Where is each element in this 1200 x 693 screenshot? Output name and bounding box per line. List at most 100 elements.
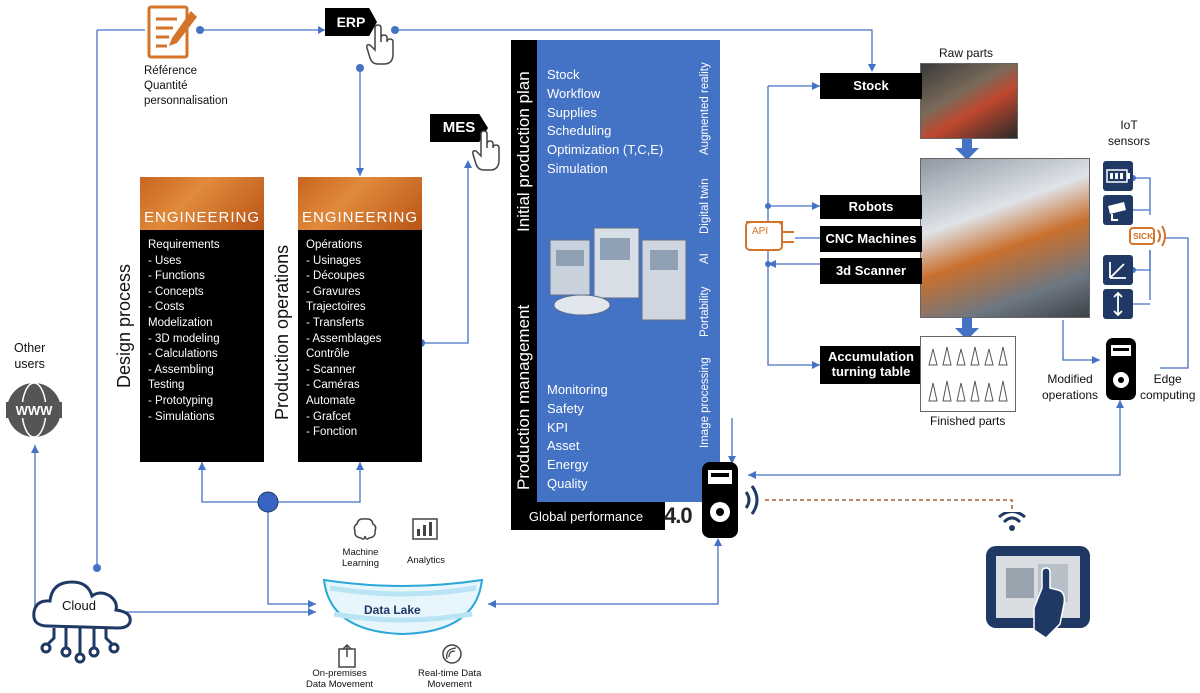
server-upload-icon — [338, 643, 356, 668]
erp-label: ERP — [325, 8, 377, 36]
edge-computing-device-icon — [1106, 338, 1136, 400]
document-edit-icon — [147, 5, 197, 59]
chess-pieces-icon — [928, 346, 1008, 402]
plan-item: Optimization (T,C,E) — [547, 142, 664, 158]
engineering-header: ENGINEERING — [140, 177, 264, 230]
production-management-title: Production management — [514, 304, 533, 490]
reference-line: Quantité — [144, 79, 188, 92]
production-list-item: - Usinages — [306, 254, 361, 267]
stock-block: Stock — [820, 73, 922, 99]
hand-pointer-icon — [472, 130, 500, 171]
plan-item: Simulation — [547, 160, 608, 176]
production-list-item: Contrôle — [306, 348, 350, 361]
design-list-item: Modelization — [148, 316, 213, 329]
machine-illustration — [549, 227, 687, 321]
production-list-item: - Découpes — [306, 270, 365, 283]
production-list-item: - Scanner — [306, 363, 356, 376]
realtime-signal-icon — [442, 644, 462, 664]
design-list-item: - Assembling — [148, 363, 214, 376]
management-item: KPI — [547, 419, 568, 435]
data-lake-shape — [322, 578, 484, 636]
design-list-item: - Simulations — [148, 410, 215, 423]
analytics-label: Analytics — [407, 555, 446, 566]
management-item: Safety — [547, 400, 584, 416]
production-list-item: - Caméras — [306, 379, 360, 392]
side-label-digital-twin: Digital twin — [699, 178, 711, 234]
hand-pointer-icon — [366, 24, 394, 65]
design-list-item: - Concepts — [148, 285, 204, 298]
reference-line: Référence — [144, 65, 198, 77]
management-item: Asset — [547, 438, 580, 454]
svg-text:WWW: WWW — [16, 403, 54, 418]
production-list-item: - Gravures — [306, 285, 361, 298]
production-list-item: - Fonction — [306, 426, 358, 439]
plan-item: Workflow — [547, 85, 601, 101]
engineering-design-panel: ENGINEERING Requirements - Uses - Function… — [140, 177, 264, 462]
industry-badge: 4.0 — [664, 503, 693, 528]
production-list-item: - Transferts — [306, 316, 365, 329]
robots-block: Robots — [820, 195, 922, 219]
side-label-ai: AI — [699, 253, 711, 264]
engineering-header: ENGINEERING — [298, 177, 422, 230]
plan-item: Supplies — [547, 104, 597, 120]
sick-sensor-icon — [1129, 225, 1166, 247]
tablet-touch-icon — [986, 512, 1090, 639]
side-label-portability: Portability — [699, 286, 711, 338]
production-list: Opérations - Usinages - Découpes - Gravures… — [298, 230, 422, 441]
initial-production-plan-title: Initial production plan — [514, 71, 533, 232]
cloud-label: Cloud — [62, 598, 96, 613]
production-list-item: Trajectoires — [306, 301, 366, 314]
globe-www-icon: WWW — [6, 382, 62, 438]
plan-item: Scheduling — [547, 123, 612, 139]
design-list-item: Testing — [148, 379, 185, 392]
design-list-item: - 3D modeling — [148, 332, 220, 345]
reference-line: personnalisation — [144, 94, 228, 107]
design-list: Requirements - Uses - Functions - Concepts -… — [140, 230, 264, 425]
reference-labels: Référence Quantité personnalisation — [144, 64, 228, 109]
sick-label: SICK — [1133, 231, 1154, 241]
production-list-item: - Assemblages — [306, 332, 382, 345]
edge-device-icon — [702, 462, 759, 538]
design-list-item: - Prototyping — [148, 394, 214, 407]
mes-label: MES — [430, 114, 488, 142]
design-list-item: - Calculations — [148, 348, 218, 361]
api-icon — [745, 221, 794, 251]
production-list-item: Opérations — [306, 239, 363, 251]
finished-parts-label: Finished parts — [930, 414, 1006, 428]
scanner-block: 3d Scanner — [820, 258, 922, 284]
camera-sensor-icon — [1103, 195, 1133, 225]
design-list-item: Requirements — [148, 239, 220, 251]
engineering-production-panel: ENGINEERING Opérations - Usinages - Découp… — [298, 177, 422, 462]
distance-sensor-icon — [1103, 289, 1133, 319]
api-label: API — [752, 226, 769, 237]
raw-parts-label: Raw parts — [939, 46, 994, 60]
battery-sensor-icon — [1103, 161, 1133, 191]
brain-icon — [353, 518, 377, 540]
data-lake-title: Data Lake — [364, 603, 421, 617]
production-list-item: - Grafcet — [306, 410, 351, 423]
management-item: Energy — [547, 457, 589, 473]
design-list-item: - Uses — [148, 254, 182, 267]
design-list-item: - Costs — [148, 301, 185, 314]
design-list-item: - Functions — [148, 270, 205, 283]
side-label-image-processing: Image processing — [699, 357, 711, 448]
management-item: Quality — [547, 475, 588, 491]
design-process-title: Design process — [114, 263, 134, 388]
axis-sensor-icon — [1103, 255, 1133, 285]
production-operations-title: Production operations — [272, 244, 292, 420]
side-label-augmented-reality: Augmented reality — [699, 62, 711, 155]
finished-parts-photo — [920, 336, 1016, 412]
raw-parts-photo — [920, 63, 1018, 139]
cloud-icon — [32, 580, 132, 664]
